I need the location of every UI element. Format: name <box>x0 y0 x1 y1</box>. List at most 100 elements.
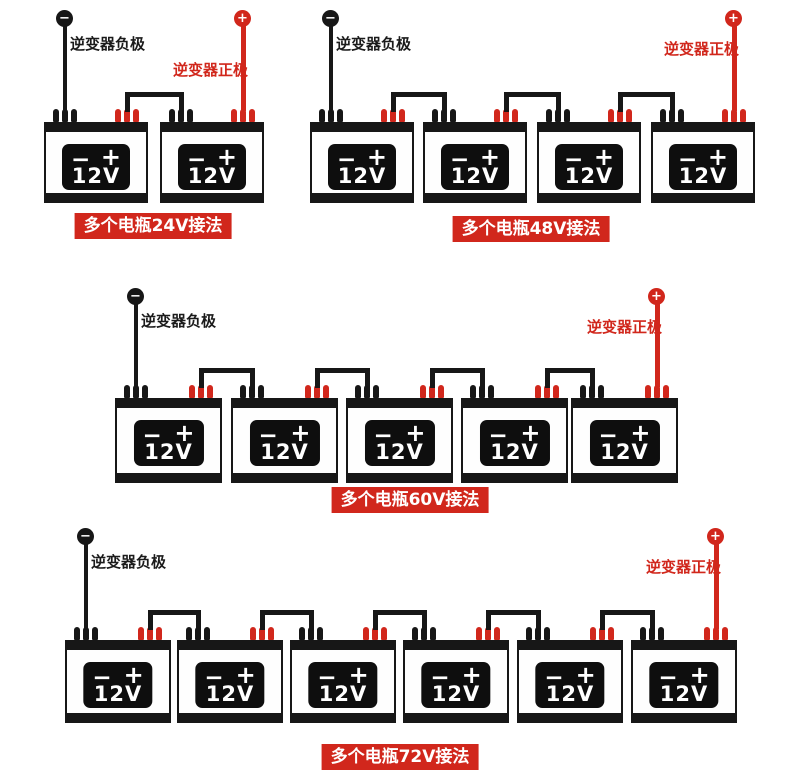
battery-top-band <box>67 642 169 650</box>
terminal-prong <box>640 627 646 640</box>
inverter-positive-label: 逆变器正极 <box>663 40 739 58</box>
negative-terminal <box>355 385 379 398</box>
negative-terminal <box>169 109 193 122</box>
terminal-prong <box>626 109 632 122</box>
terminal-prong <box>503 109 509 122</box>
minus-sign: − <box>678 147 698 173</box>
inverter-negative-cable <box>134 303 138 387</box>
battery-voltage-label: 12V <box>600 440 649 464</box>
terminal-prong <box>731 109 737 122</box>
terminal-prong <box>308 627 314 640</box>
battery-voltage-label: 12V <box>450 164 500 188</box>
inverter-negative-label: 逆变器负极 <box>336 35 412 53</box>
negative-terminal <box>580 385 604 398</box>
positive-terminal <box>645 385 669 398</box>
terminal-prong <box>204 627 210 640</box>
battery-bottom-band <box>653 193 753 201</box>
inverter-negative-cable <box>63 25 67 111</box>
battery-label-plate: −+12V <box>364 420 435 466</box>
negative-terminal <box>470 385 494 398</box>
positive-terminal <box>590 627 614 640</box>
inverter-negative-label: 逆变器负极 <box>141 312 217 330</box>
battery-label-plate: −+12V <box>479 420 550 466</box>
terminal-prong <box>317 627 323 640</box>
battery-label-plate: −+12V <box>62 144 130 190</box>
battery-voltage-label: 12V <box>205 682 255 706</box>
plus-sign: + <box>707 143 728 171</box>
inverter-positive-label: 逆变器正极 <box>586 318 662 336</box>
terminal-prong <box>71 109 77 122</box>
terminal-prong <box>470 385 476 398</box>
battery-voltage-label: 12V <box>318 682 368 706</box>
battery-label-plate: −+12V <box>421 661 491 708</box>
terminal-prong <box>207 385 213 398</box>
battery-12v: −+12V <box>160 122 264 203</box>
jumper-wire <box>422 610 427 630</box>
battery-voltage-label: 12V <box>490 440 539 464</box>
terminal-prong <box>373 385 379 398</box>
positive-terminal <box>494 109 518 122</box>
negative-terminal <box>526 627 550 640</box>
terminal-prong <box>189 385 195 398</box>
terminal-prong <box>722 627 728 640</box>
terminal-prong <box>314 385 320 398</box>
battery-bottom-band <box>117 473 220 481</box>
terminal-prong <box>62 109 68 122</box>
inverter-positive-cable <box>241 25 246 111</box>
plus-sign: + <box>479 143 500 171</box>
terminal-prong <box>420 385 426 398</box>
group-caption: 多个电瓶72V接法 <box>321 744 479 771</box>
positive-terminal <box>189 385 213 398</box>
battery-top-band <box>46 124 146 132</box>
battery-bottom-band <box>425 193 525 201</box>
inverter-positive-cable <box>732 25 737 111</box>
terminal-prong <box>669 109 675 122</box>
terminal-prong <box>608 109 614 122</box>
battery-label-plate: −+12V <box>555 144 623 190</box>
terminal-prong <box>186 627 192 640</box>
battery-label-plate: −+12V <box>328 144 396 190</box>
terminal-prong <box>713 627 719 640</box>
battery-label-plate: −+12V <box>83 662 153 708</box>
positive-terminal <box>115 109 139 122</box>
terminal-prong <box>319 109 325 122</box>
plus-sign: + <box>461 661 482 689</box>
terminal-prong <box>553 385 559 398</box>
battery-voltage-label: 12V <box>144 440 193 464</box>
minus-sign: − <box>317 665 337 691</box>
terminal-prong <box>364 385 370 398</box>
jumper-wire <box>600 610 605 630</box>
negative-terminal <box>546 109 570 122</box>
battery-label-plate: −+12V <box>669 144 737 190</box>
battery-bottom-band <box>46 193 146 201</box>
terminal-prong <box>441 109 447 122</box>
minus-sign: − <box>430 665 450 691</box>
terminal-prong <box>381 109 387 122</box>
positive-terminal <box>305 385 329 398</box>
terminal-prong <box>546 109 552 122</box>
terminal-prong <box>479 385 485 398</box>
battery-label-plate: −+12V <box>649 662 719 708</box>
jumper-wire <box>545 368 550 388</box>
terminal-prong <box>608 627 614 640</box>
jumper-wire <box>430 368 435 388</box>
jumper-wire <box>250 368 255 388</box>
jumper-wire <box>618 92 675 97</box>
battery-12v: −+12V <box>231 398 338 483</box>
minus-sign: − <box>450 147 470 173</box>
terminal-prong <box>259 627 265 640</box>
battery-12v: −+12V <box>310 122 414 203</box>
terminal-prong <box>599 627 605 640</box>
terminal-prong <box>580 385 586 398</box>
inverter-positive-post-icon: + <box>725 10 742 27</box>
terminal-prong <box>231 109 237 122</box>
battery-label-plate: −+12V <box>178 144 246 190</box>
battery-top-band <box>162 124 262 132</box>
plus-sign: + <box>593 143 614 171</box>
terminal-prong <box>660 109 666 122</box>
plus-sign: + <box>290 419 311 447</box>
